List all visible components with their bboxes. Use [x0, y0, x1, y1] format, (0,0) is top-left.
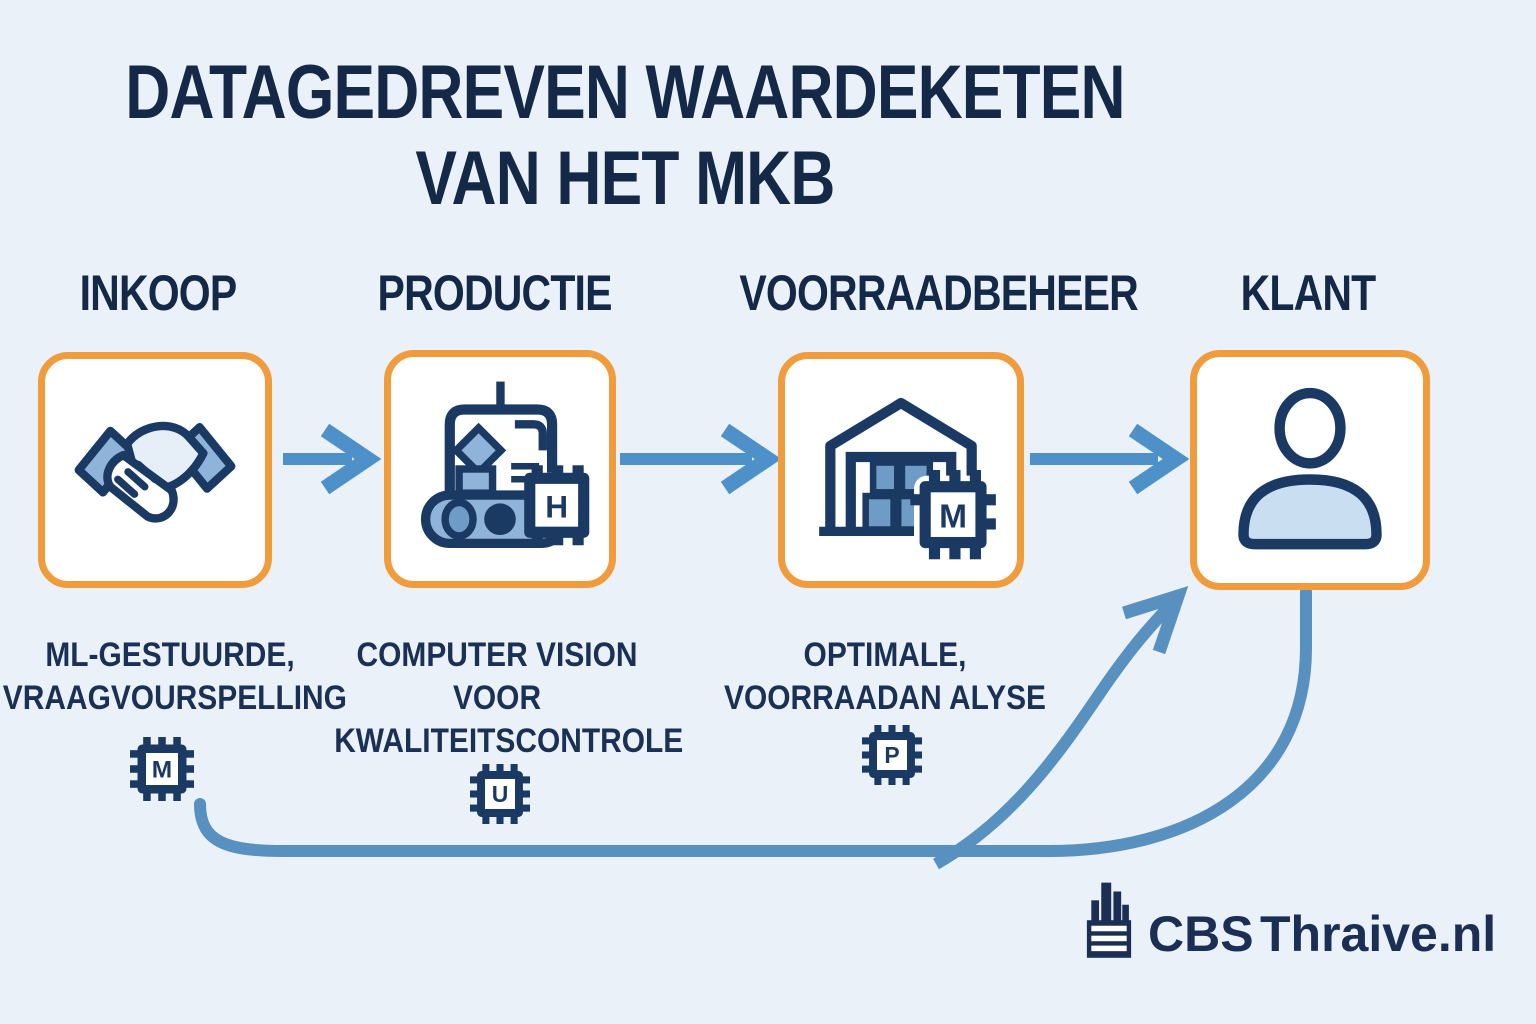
svg-text:M: M [152, 756, 172, 783]
stage-label-inkoop: INKOOP [79, 265, 238, 321]
handshake-icon [74, 421, 236, 523]
description-productie: COMPUTER VISION VOOR KWALITEITSCONTROLE [334, 634, 684, 763]
stage-box-klant [1190, 350, 1430, 590]
person-icon [1238, 387, 1382, 550]
chip-overlay-icon: H [524, 465, 590, 546]
stage-label-klant: KLANT [1240, 265, 1377, 321]
description-voorraadbeheer: OPTIMALE, VOORRAADAN ALYSE [713, 634, 1056, 720]
svg-text:U: U [492, 781, 509, 807]
analytics-chip-icon: P [862, 725, 922, 785]
brand-thraive: Thraive.nl [1260, 906, 1497, 962]
cbs-building-icon [1086, 882, 1132, 958]
stage-box-productie: H [384, 350, 616, 588]
description-line: ML-GESTUURDE, [45, 636, 295, 674]
feedback-arrow-to-klant [933, 585, 1189, 870]
description-line: VOOR [452, 679, 542, 717]
description-line: VRAAGVOURSPELLING [2, 679, 347, 717]
stage-label-productie: PRODUCTIE [377, 265, 613, 321]
arrow-voorraad-to-klant [1030, 423, 1190, 495]
chip-overlay-icon: M [910, 470, 996, 560]
description-line: OPTIMALE, [803, 636, 967, 674]
vision-chip-icon: U [470, 764, 530, 824]
stage-box-voorraadbeheer: M [778, 352, 1024, 588]
svg-text:H: H [545, 488, 568, 524]
page-title: DATAGEDREVEN WAARDEKETEN VAN HET MKB [117, 50, 1134, 222]
stage-box-inkoop [38, 352, 272, 588]
conveyor-machine-icon: H [420, 381, 590, 549]
description-line: VOORRAADAN ALYSE [724, 679, 1046, 717]
svg-text:M: M [939, 499, 967, 536]
description-inkoop: ML-GESTUURDE, VRAAGVOURSPELLING [2, 634, 347, 720]
stage-label-voorraadbeheer: VOORRAADBEHEER [739, 265, 1138, 321]
description-line: COMPUTER VISION [356, 636, 638, 674]
description-line: KWALITEITSCONTROLE [334, 722, 684, 760]
ml-chip-icon: M [130, 737, 194, 801]
page-title-line1: DATAGEDREVEN WAARDEKETEN [125, 50, 1125, 135]
svg-text:P: P [884, 742, 899, 768]
page-title-line2: VAN HET MKB [415, 136, 835, 221]
feedback-loop-line [194, 586, 1312, 857]
arrow-inkoop-to-productie [283, 423, 382, 495]
arrow-productie-to-voorraad [620, 423, 782, 495]
warehouse-icon: M [819, 397, 996, 560]
brand-cbs: CBS [1148, 906, 1254, 962]
